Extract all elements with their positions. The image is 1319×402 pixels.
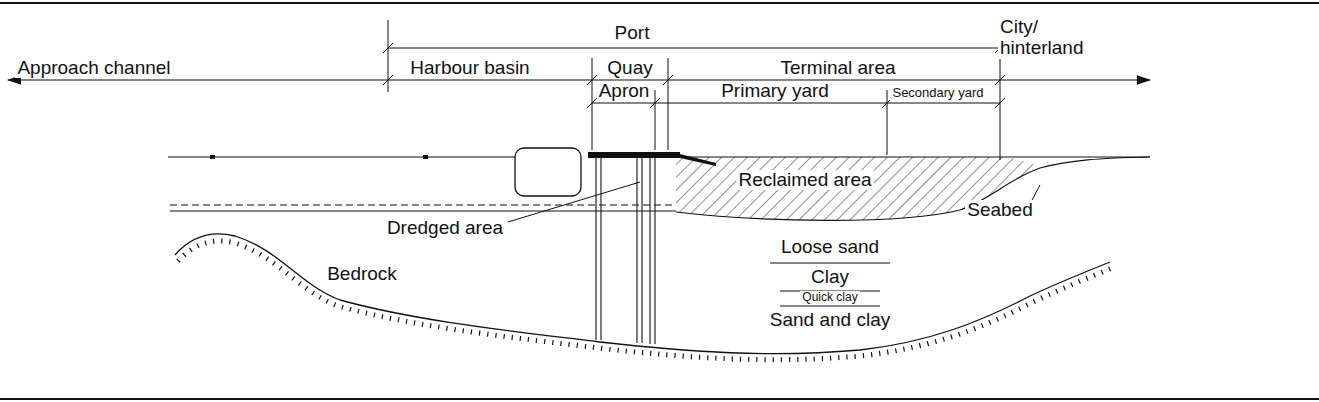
dimension-label: Port <box>613 23 652 44</box>
soil-layer-label: Quick clay <box>800 291 859 304</box>
area-label: Dredged area <box>385 218 505 239</box>
soil-layer-label: Clay <box>809 267 851 288</box>
soil-layer-label: Loose sand <box>779 237 881 258</box>
region-label: Apron <box>597 81 652 102</box>
region-label: Quay <box>605 58 654 79</box>
soil-layer-label: Sand and clay <box>768 310 892 331</box>
bedrock-label: Bedrock <box>325 264 399 285</box>
seabed-label: Seabed <box>965 200 1035 221</box>
region-label: Harbour basin <box>408 58 531 79</box>
region-label: Secondary yard <box>890 86 985 100</box>
region-label: Approach channel <box>15 58 172 79</box>
region-label: Primary yard <box>719 81 831 102</box>
region-label: City/ hinterland <box>998 17 1094 59</box>
area-label: Reclaimed area <box>736 170 873 191</box>
region-label: Terminal area <box>778 58 897 79</box>
